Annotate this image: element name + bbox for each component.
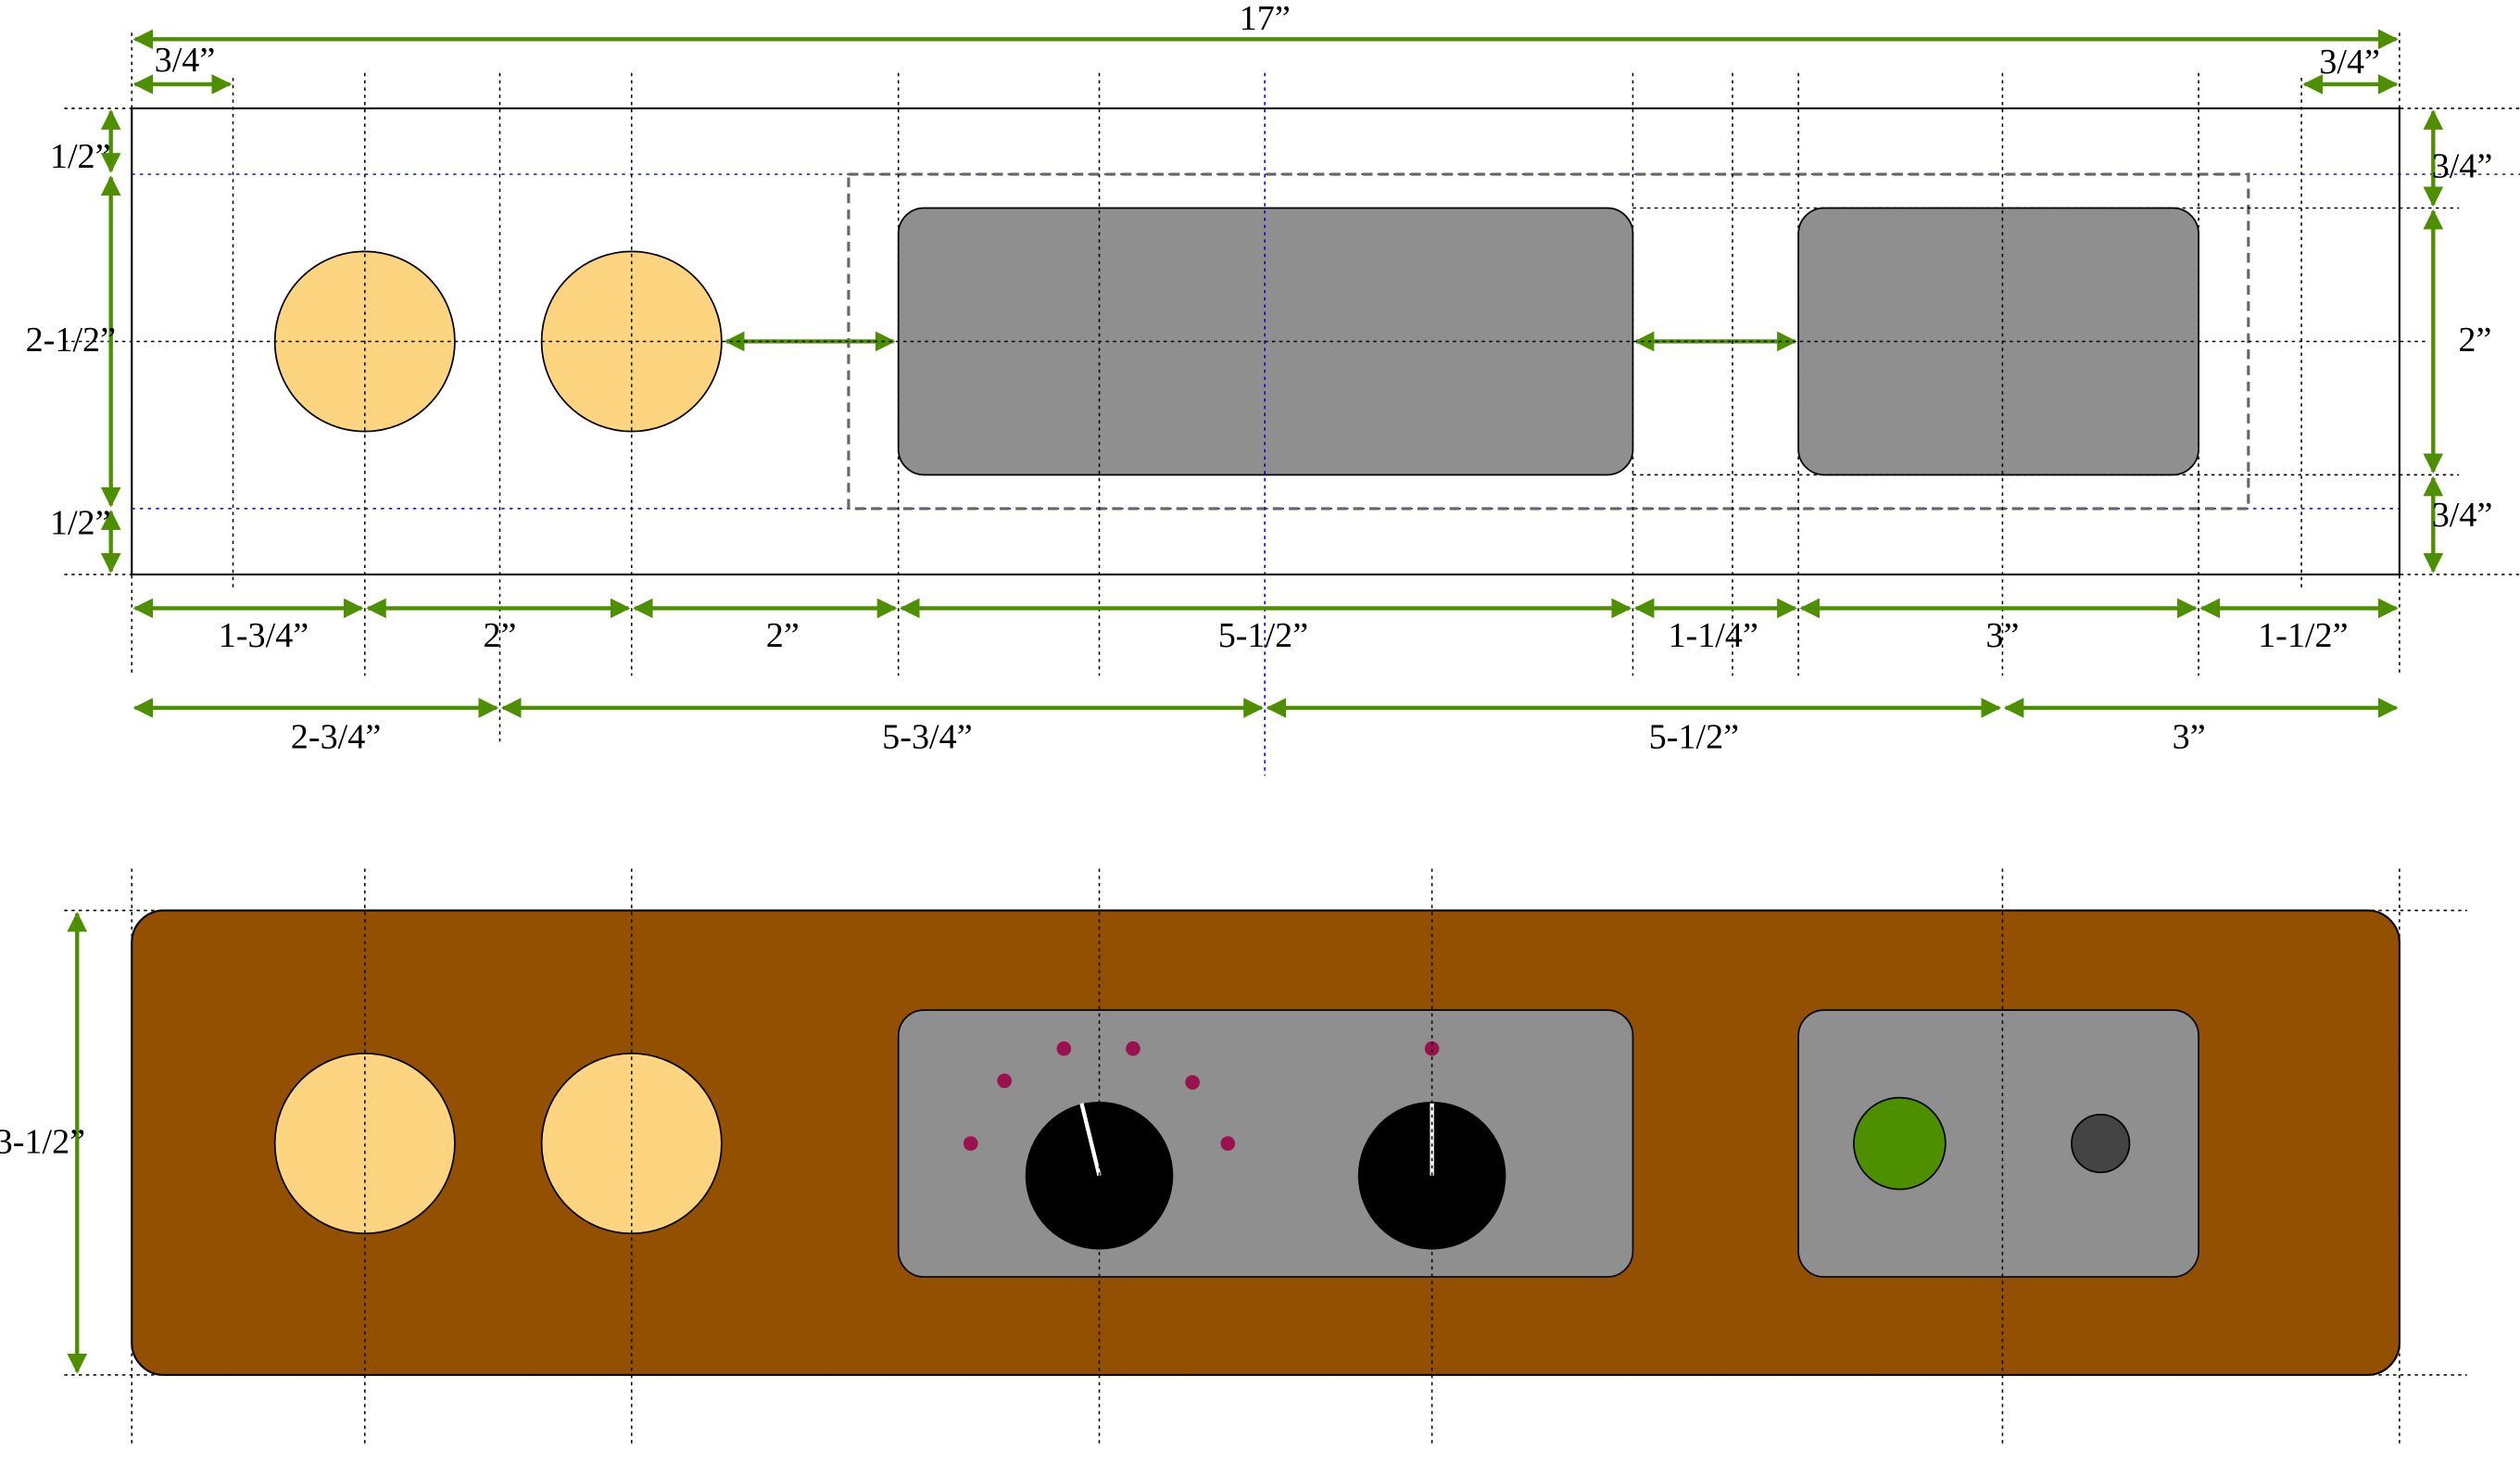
label-left-height: 2-1/2” bbox=[26, 321, 116, 360]
label-row1-seg1: 1-3/4” bbox=[219, 616, 309, 655]
selector-position-dot-3 bbox=[1056, 1041, 1072, 1056]
dimension-labels: 17” 3/4” 3/4” 1/2” 2-1/2” 1/2” 3/4” 2” 3… bbox=[0, 0, 2492, 1161]
switch-panel bbox=[1797, 1009, 2199, 1278]
label-right-bottom-margin: 3/4” bbox=[2432, 496, 2493, 535]
label-row1-seg5: 1-1/4” bbox=[1668, 616, 1758, 655]
label-row2-seg3: 5-1/2” bbox=[1649, 717, 1739, 756]
label-row2-seg1: 2-3/4” bbox=[291, 717, 381, 756]
control-panel bbox=[897, 1009, 1634, 1278]
selector-position-dot-4 bbox=[1126, 1041, 1140, 1056]
selector-position-dot-6 bbox=[1220, 1136, 1236, 1151]
label-row1-seg3: 2” bbox=[766, 616, 800, 655]
front-face-view bbox=[131, 909, 2400, 1376]
label-row1-seg4: 5-1/2” bbox=[1218, 616, 1308, 655]
label-row2-seg2: 5-3/4” bbox=[882, 717, 972, 756]
label-top-right-margin: 3/4” bbox=[2319, 43, 2380, 82]
label-row1-seg2: 2” bbox=[483, 616, 516, 655]
level-knob-marker-dot bbox=[1424, 1041, 1440, 1056]
selector-position-dot-5 bbox=[1185, 1075, 1200, 1090]
label-row1-seg6: 3” bbox=[1985, 616, 2019, 655]
label-top-left-margin: 3/4” bbox=[155, 41, 216, 80]
selector-position-dot-1 bbox=[963, 1136, 978, 1151]
label-right-height: 2” bbox=[2458, 321, 2491, 360]
push-button[interactable] bbox=[2071, 1113, 2131, 1174]
label-left-top-margin: 1/2” bbox=[50, 137, 111, 176]
label-row1-seg7: 1-1/2” bbox=[2258, 616, 2348, 655]
label-left-bottom-margin: 1/2” bbox=[50, 504, 111, 543]
label-row2-seg4: 3” bbox=[2173, 717, 2206, 756]
label-overall-width: 17” bbox=[1240, 0, 1291, 38]
selector-position-dot-2 bbox=[997, 1073, 1012, 1089]
dimension-arrows bbox=[67, 29, 2444, 1374]
label-face-height: 3-1/2” bbox=[0, 1122, 85, 1161]
selector-knob-pointer bbox=[1079, 1103, 1102, 1177]
guide-lines bbox=[64, 32, 2520, 776]
power-led bbox=[1853, 1096, 1947, 1191]
face-guide-lines bbox=[64, 868, 2467, 1447]
label-right-top-margin: 3/4” bbox=[2432, 147, 2493, 186]
